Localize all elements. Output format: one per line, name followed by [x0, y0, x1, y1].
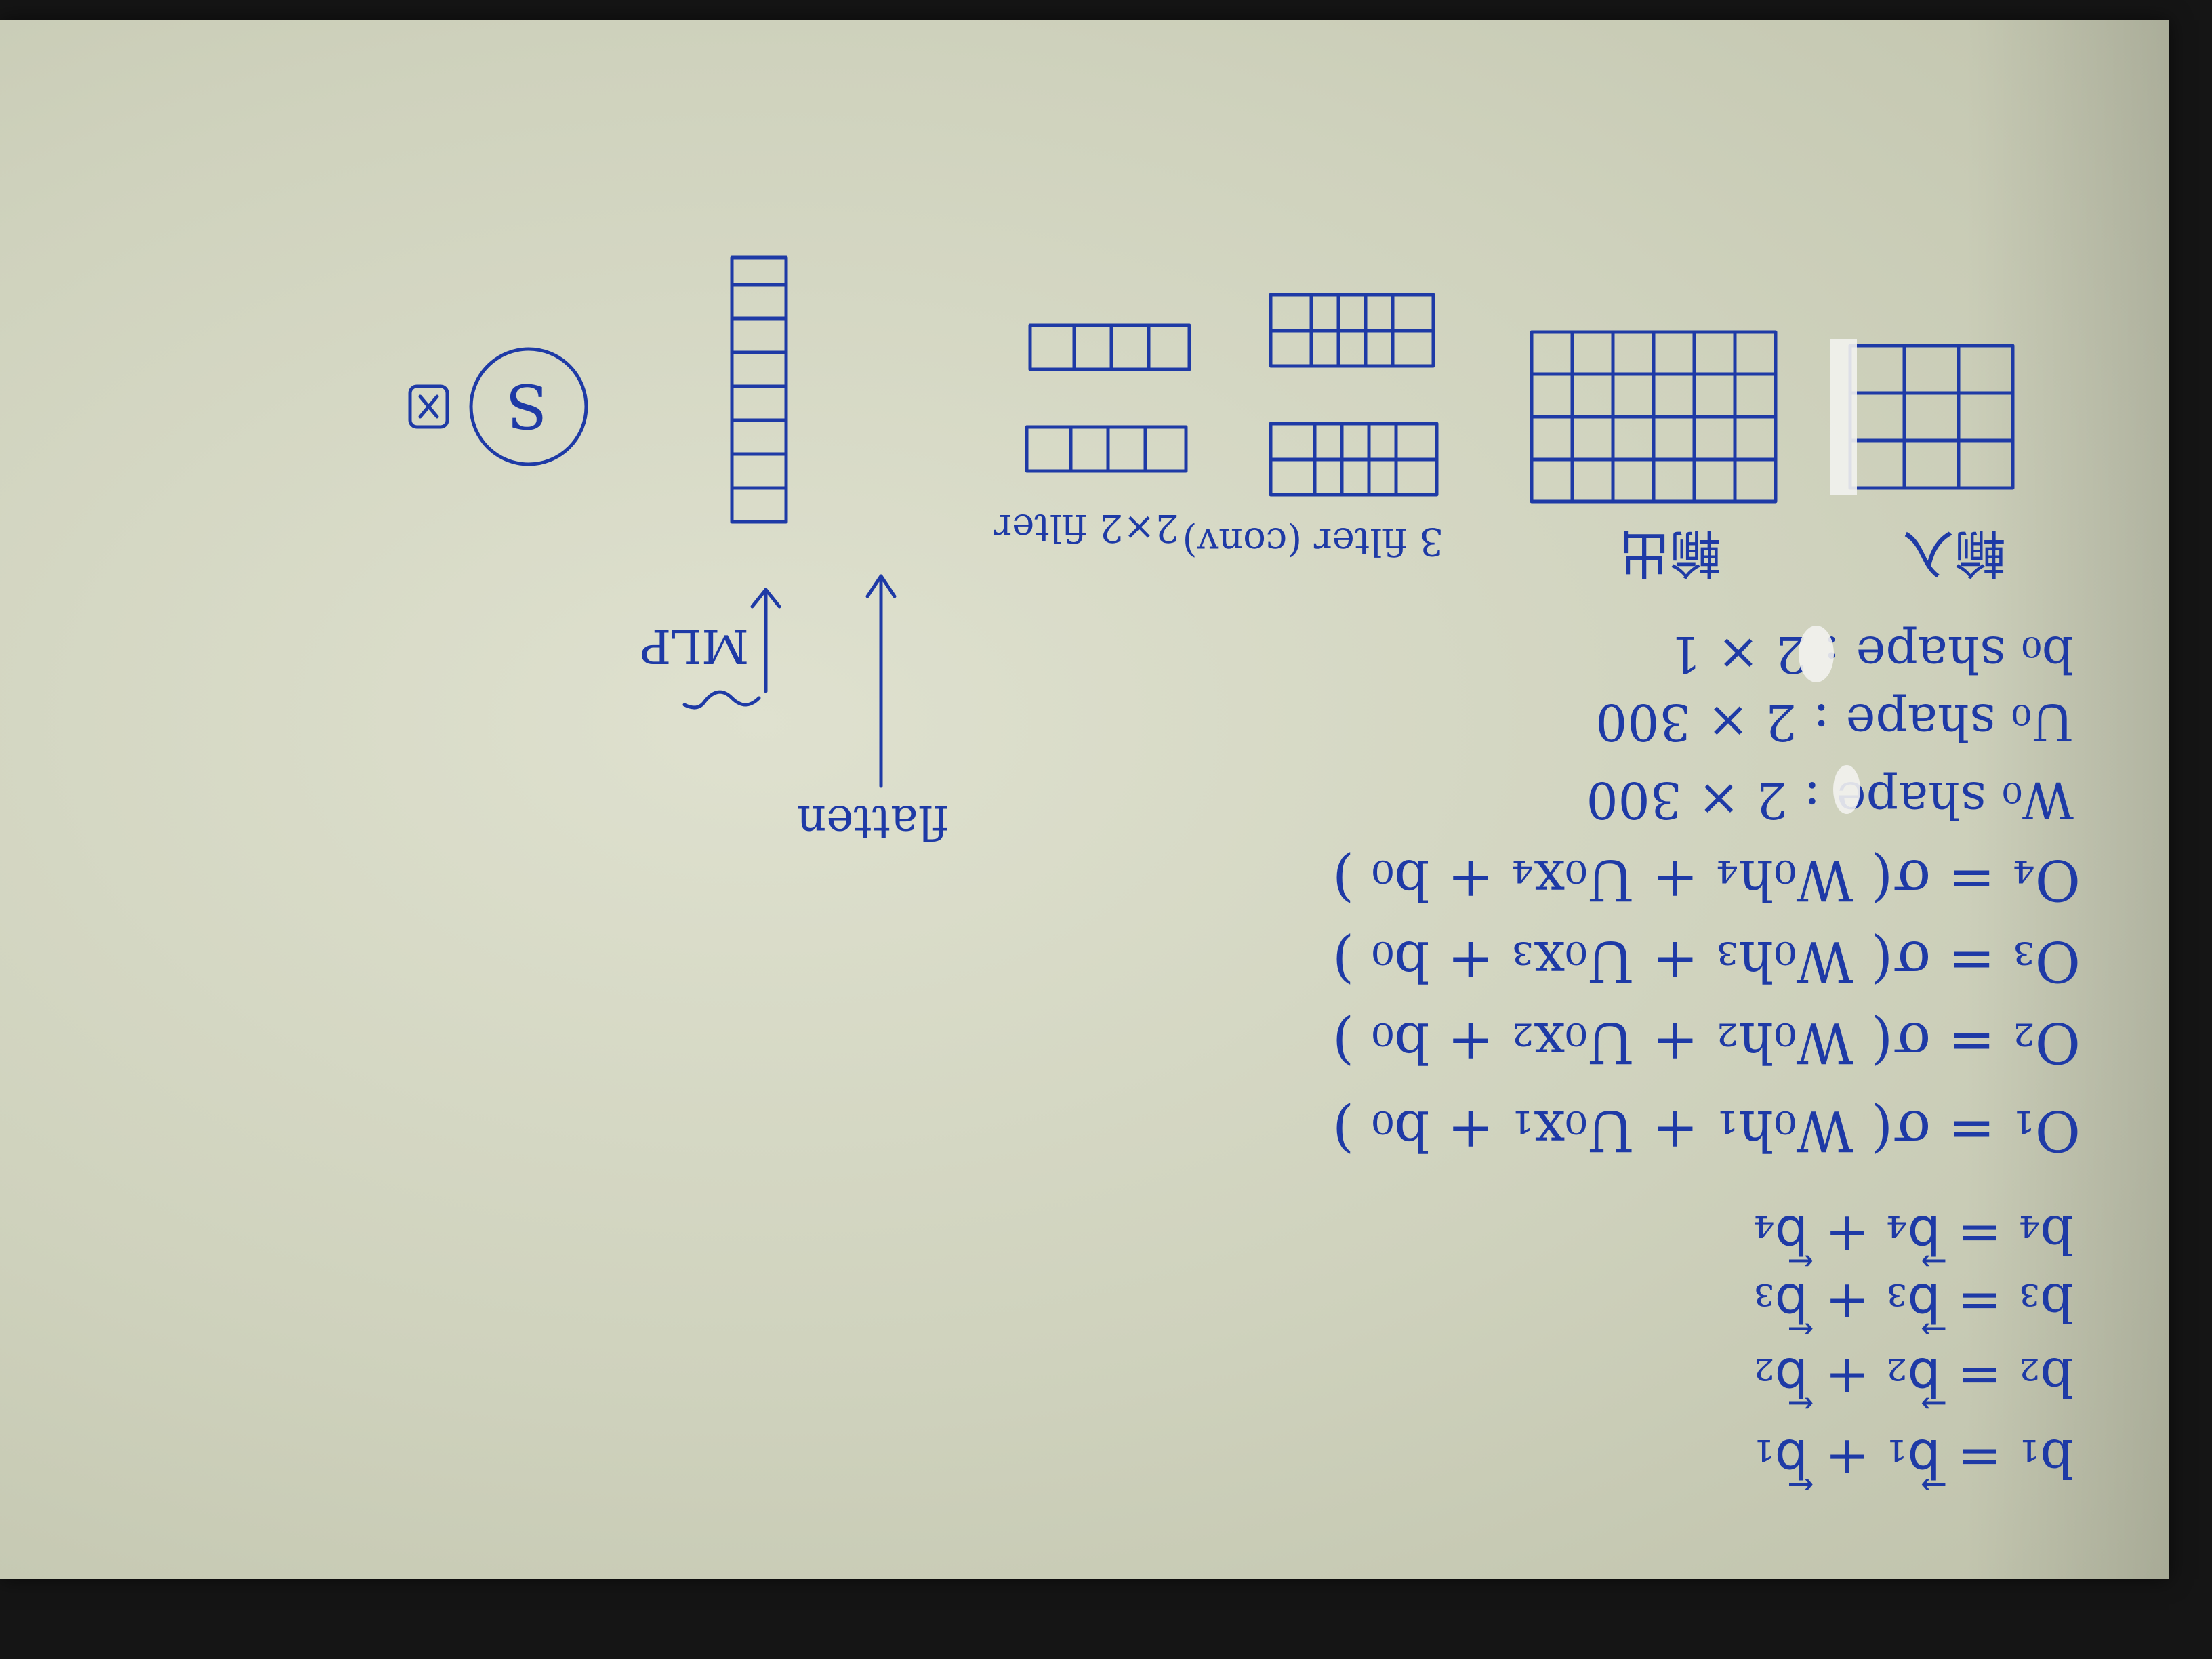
flattened-vector [730, 255, 788, 524]
whiteout-mark-1 [1799, 626, 1834, 682]
output-grid: 輸出 [1530, 330, 1778, 583]
label-flatten: flatten [796, 795, 949, 848]
label-pool: 2×2 filter [994, 506, 1179, 550]
shape-b: b₀ shape : 2 × 1 [1669, 625, 2074, 683]
mlp-arrow: MLP [640, 588, 781, 710]
eq-b2: b₂ = b⃗₂ + b⃖₂ [1753, 1346, 2074, 1409]
paper-edge-shadow [1965, 20, 2169, 1579]
shape-w: W₀ shape : 2 × 300 [1586, 771, 2074, 829]
eq-b3: b₃ = b⃗₃ + b⃖₃ [1753, 1271, 2074, 1334]
upside-down-notes: b₁ = b⃗₁ + b⃖₁ b₂ = b⃗₂ + b⃖₂ b₃ = b⃗₃ +… [408, 255, 2081, 1490]
label-mlp: MLP [640, 619, 749, 672]
eq-o2: O₂ = σ( W₀h₂ + U₀x₂ + b₀ ) [1332, 1010, 2081, 1074]
eq-b4: b₄ = b⃗₄ + b⃖₄ [1753, 1204, 2074, 1267]
label-output: 輸出 [1618, 523, 1721, 583]
o-equations: O₁ = σ( W₀h₁ + U₀x₁ + b₀ ) O₂ = σ( W₀h₂ … [1332, 847, 2081, 1162]
pooled-maps: 2×2 filter [994, 323, 1191, 550]
flatten-arrow: flatten [796, 574, 949, 848]
conv-feature-maps: 3 filter (conv) [1183, 293, 1443, 563]
shape-u: U₀ shape : 2 × 300 [1595, 693, 2074, 751]
shape-notes: W₀ shape : 2 × 300 U₀ shape : 2 × 300 b₀… [1586, 625, 2074, 829]
paper-sheet [0, 20, 2169, 1579]
eq-o1: O₁ = σ( W₀h₁ + U₀x₁ + b₀ ) [1332, 1098, 2081, 1162]
eq-o3: O₃ = σ( W₀h₃ + U₀x₃ + b₀ ) [1332, 928, 2081, 993]
input-grid: 輸入 [1830, 339, 2015, 583]
whiteout-mark-2 [1833, 765, 1860, 814]
whiteout-strip [1830, 339, 1857, 495]
eq-b1: b₁ = b⃗₁ + b⃖₁ [1753, 1427, 2074, 1490]
label-input: 輸入 [1903, 523, 2006, 583]
b-equations: b₁ = b⃗₁ + b⃖₁ b₂ = b⃗₂ + b⃖₂ b₃ = b⃗₃ +… [1753, 1204, 2074, 1490]
label-conv: 3 filter (conv) [1183, 519, 1443, 563]
result-node: S [408, 347, 588, 466]
eq-o4: O₄ = σ( W₀h₄ + U₀x₄ + b₀ ) [1332, 847, 2081, 912]
label-result: S [506, 370, 548, 441]
scribble-mark [682, 690, 761, 710]
